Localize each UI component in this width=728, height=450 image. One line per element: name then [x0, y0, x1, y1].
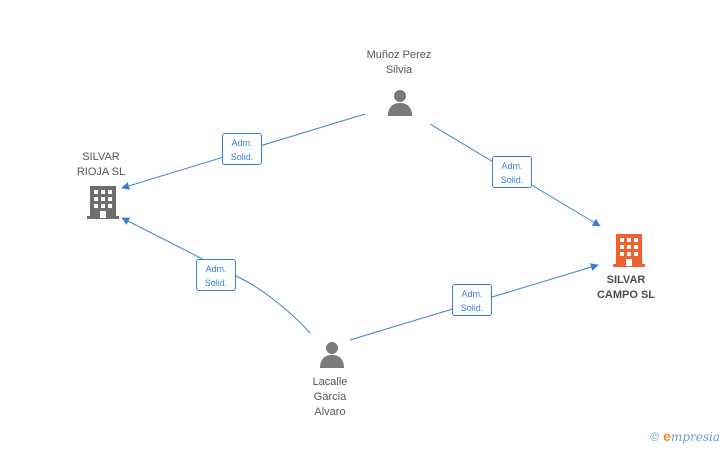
edge-label-lacalle-rioja: Adm. Solid.: [196, 259, 236, 291]
node-label-campo[interactable]: SILVAR CAMPO SL: [596, 274, 656, 301]
edge-label-munoz-rioja: Adm. Solid.: [222, 133, 262, 165]
brand-initial: e: [663, 428, 671, 444]
node-label-lacalle[interactable]: Lacalle Garcia Alvaro: [312, 376, 348, 418]
building-icon[interactable]: [613, 234, 645, 267]
node-label-rioja[interactable]: SILVAR RIOJA SL: [76, 151, 126, 178]
copyright-footer: ©empresia: [650, 428, 720, 444]
edge-label-lacalle-campo: Adm. Solid.: [452, 284, 492, 316]
edge-label-munoz-campo: Adm. Solid.: [492, 156, 532, 188]
node-label-munoz[interactable]: Muñoz Perez Silvia: [366, 49, 432, 76]
brand-name: mpresia: [670, 430, 720, 444]
edge-lacalle-rioja: [121, 217, 311, 334]
copyright-symbol: ©: [650, 430, 660, 444]
person-icon[interactable]: [388, 90, 412, 116]
person-icon[interactable]: [320, 342, 344, 368]
building-icon[interactable]: [87, 186, 119, 219]
